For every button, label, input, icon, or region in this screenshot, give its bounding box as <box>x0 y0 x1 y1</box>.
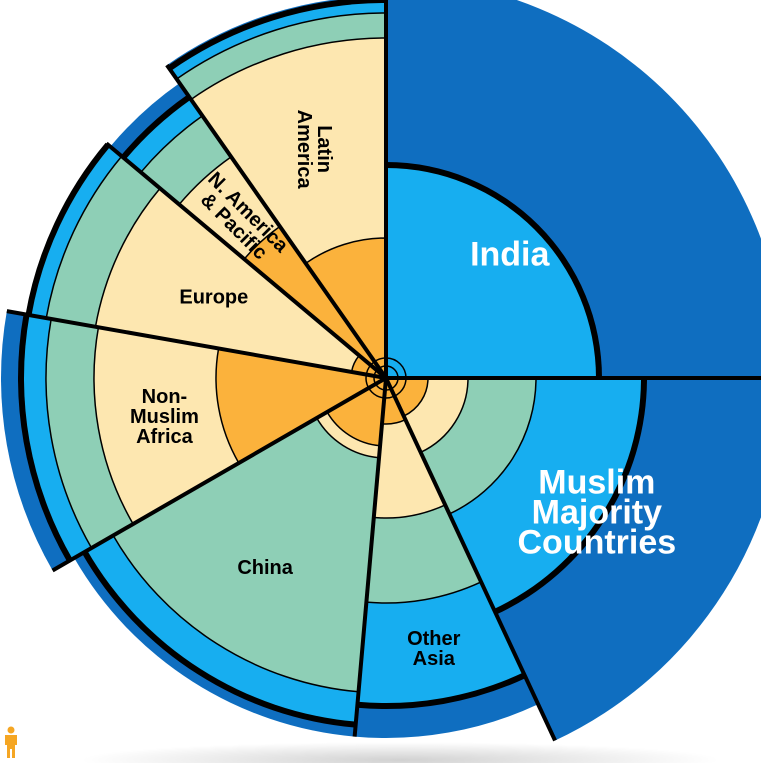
sector-india-outer-light <box>386 168 596 378</box>
sector-non-muslim-africa-inner-ring <box>215 347 389 465</box>
sector-europe-middle-ring <box>94 187 389 380</box>
chart-shadow <box>80 742 720 763</box>
label-india-line-0: India <box>470 235 550 273</box>
center-ring-1 <box>373 365 399 391</box>
label-muslim-majority-countries-line-1: Majority <box>532 493 662 531</box>
spokes-group <box>6 0 761 742</box>
label-latin-america-line-1: America <box>293 110 315 190</box>
label-latin-america-line-0: Latin <box>313 125 335 173</box>
label-non-muslim-africa-line-0: Non- <box>142 386 188 408</box>
label-non-muslim-africa-line-1: Muslim <box>130 406 199 428</box>
spoke-7 <box>165 63 388 380</box>
spoke-4 <box>51 376 387 573</box>
sector-china-inner-ring <box>326 376 387 447</box>
spoke-5 <box>6 309 387 380</box>
label-europe-line-0: Europe <box>179 287 248 309</box>
label-china-line-0: China <box>237 557 293 579</box>
sector-china-outer-ring <box>112 376 387 693</box>
spoke-6 <box>105 141 388 380</box>
label-europe: Europe <box>179 287 248 309</box>
label-india: India <box>470 235 550 273</box>
label-other-asia-line-1: Asia <box>413 648 456 670</box>
label-china: China <box>237 557 293 579</box>
label-other-asia-line-0: Other <box>407 628 461 650</box>
center-ring-0 <box>365 357 407 399</box>
person-icon <box>5 726 17 758</box>
spoke-2 <box>384 377 557 742</box>
label-non-muslim-africa-line-2: Africa <box>136 426 194 448</box>
label-muslim-majority-countries-line-2: Countries <box>518 523 677 561</box>
label-muslim-majority-countries-line-0: Muslim <box>538 463 655 501</box>
sectors-group <box>0 0 761 741</box>
spoke-3 <box>352 377 388 737</box>
label-latin-america: LatinAmerica <box>293 110 335 190</box>
